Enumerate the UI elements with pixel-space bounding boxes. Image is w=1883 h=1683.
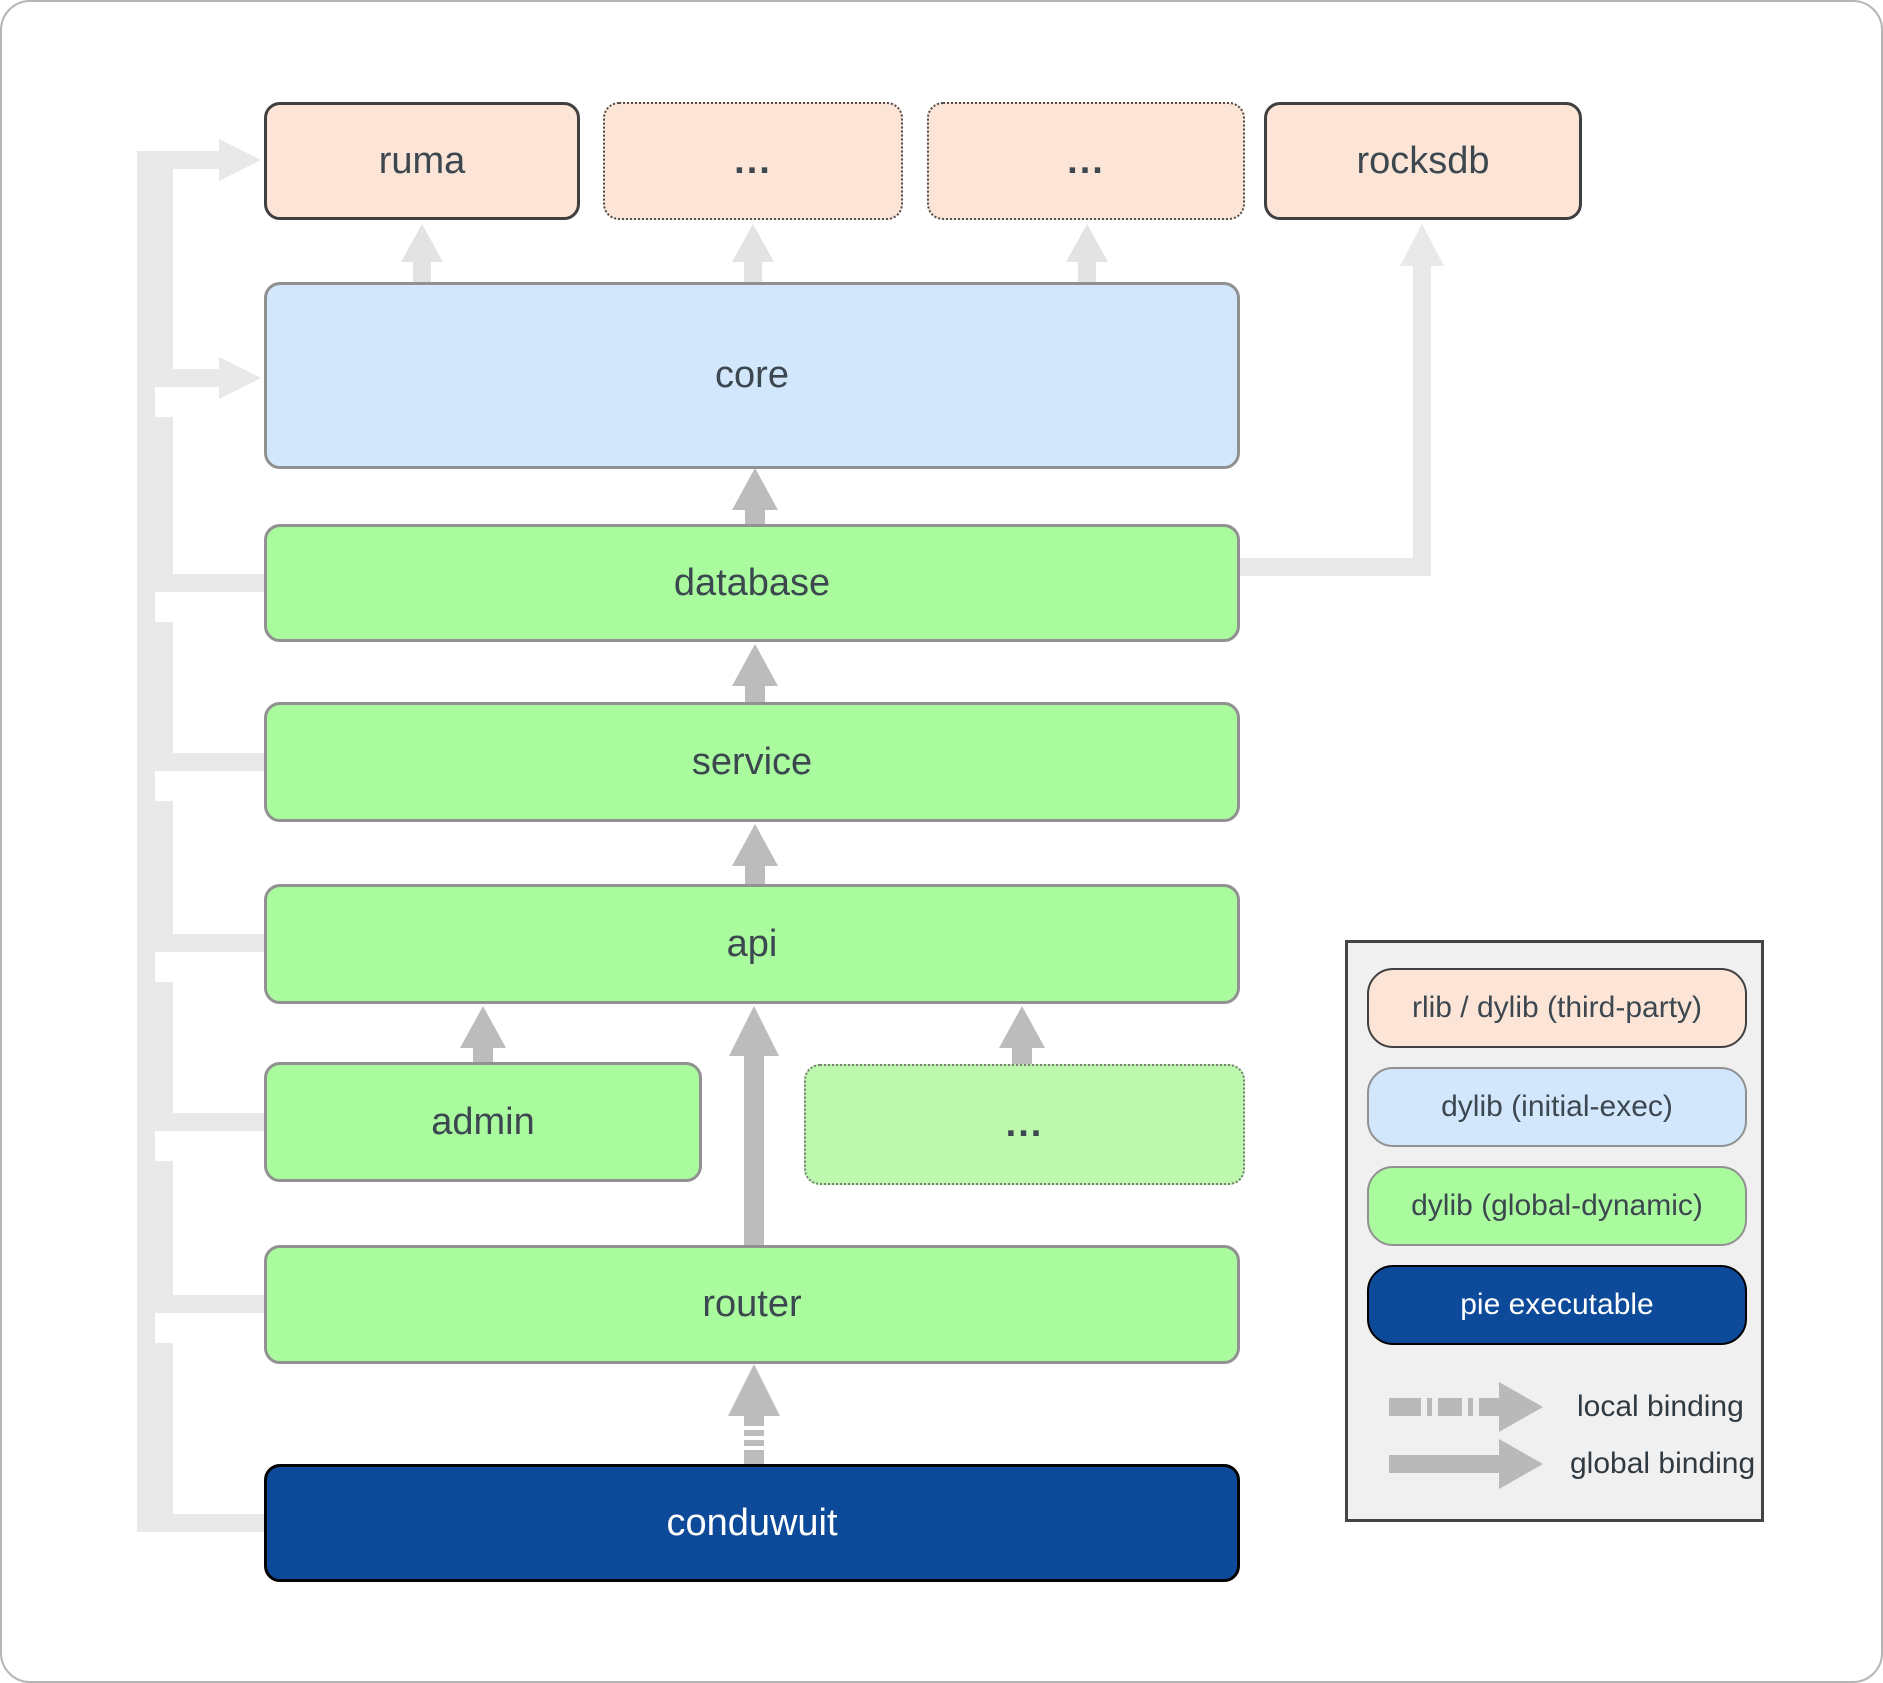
node-thirdparty-more-2: ... (927, 102, 1245, 220)
global-binding-arrow-icon (1389, 1439, 1543, 1489)
edge-api-service (732, 824, 778, 884)
legend-key-pie-executable: pie executable (1367, 1265, 1747, 1345)
node-router-label: router (702, 1283, 802, 1325)
legend-key-dylib-global-dynamic: dylib (global-dynamic) (1367, 1166, 1747, 1246)
node-database: database (264, 524, 1240, 642)
node-router: router (264, 1245, 1240, 1364)
edge-conduwuit-router-local (728, 1364, 780, 1464)
node-admin-label: admin (431, 1100, 535, 1143)
legend-key-label: dylib (global-dynamic) (1411, 1189, 1703, 1222)
node-conduwuit: conduwuit (264, 1464, 1240, 1582)
node-ruma: ruma (264, 102, 580, 220)
legend-key-label: rlib / dylib (third-party) (1411, 991, 1703, 1024)
node-conduwuit-label: conduwuit (666, 1501, 838, 1544)
edge-conduwuit-core-arrowhead (219, 357, 261, 399)
node-api: api (264, 884, 1240, 1004)
node-core: core (264, 282, 1240, 469)
node-admin: admin (264, 1062, 702, 1182)
edge-core-thirdparty-2 (1066, 224, 1108, 284)
node-core-label: core (715, 354, 789, 396)
node-ruma-label: ruma (378, 139, 466, 182)
node-api-label: api (726, 922, 778, 965)
node-rocksdb: rocksdb (1264, 102, 1582, 220)
node-crates-more-label: ... (1005, 1103, 1044, 1145)
edge-service-database (732, 644, 778, 702)
node-database-label: database (673, 561, 831, 604)
edge-conduwuit-left-trunk (155, 169, 264, 1523)
edge-core-ruma (401, 224, 443, 284)
legend-panel: rlib / dylib (third-party) dylib (initia… (1345, 940, 1764, 1522)
edge-database-rocksdb (1240, 224, 1444, 576)
node-service-label: service (691, 740, 813, 783)
edge-conduwuit-ruma (137, 139, 264, 1532)
edge-crates-more-api (999, 1006, 1045, 1064)
legend-key-label: dylib (initial-exec) (1441, 1090, 1673, 1123)
edge-router-api (729, 1006, 779, 1245)
edge-core-thirdparty-1 (732, 224, 774, 284)
legend-global-binding-label: global binding (1570, 1447, 1756, 1480)
node-thirdparty-more-1-label: ... (734, 139, 772, 182)
node-thirdparty-more-1: ... (603, 102, 903, 220)
node-thirdparty-more-2-label: ... (1067, 139, 1105, 182)
legend-key-rlib-dylib-third-party: rlib / dylib (third-party) (1367, 968, 1747, 1048)
edge-admin-api (460, 1006, 506, 1062)
legend-key-label: pie executable (1460, 1288, 1654, 1321)
legend-key-dylib-initial-exec: dylib (initial-exec) (1367, 1067, 1747, 1147)
edge-database-core (732, 468, 778, 524)
node-crates-more: ... (804, 1064, 1245, 1185)
node-rocksdb-label: rocksdb (1356, 139, 1490, 182)
local-binding-arrow-icon (1389, 1382, 1543, 1432)
node-service: service (264, 702, 1240, 822)
legend-local-binding-label: local binding (1577, 1390, 1744, 1423)
